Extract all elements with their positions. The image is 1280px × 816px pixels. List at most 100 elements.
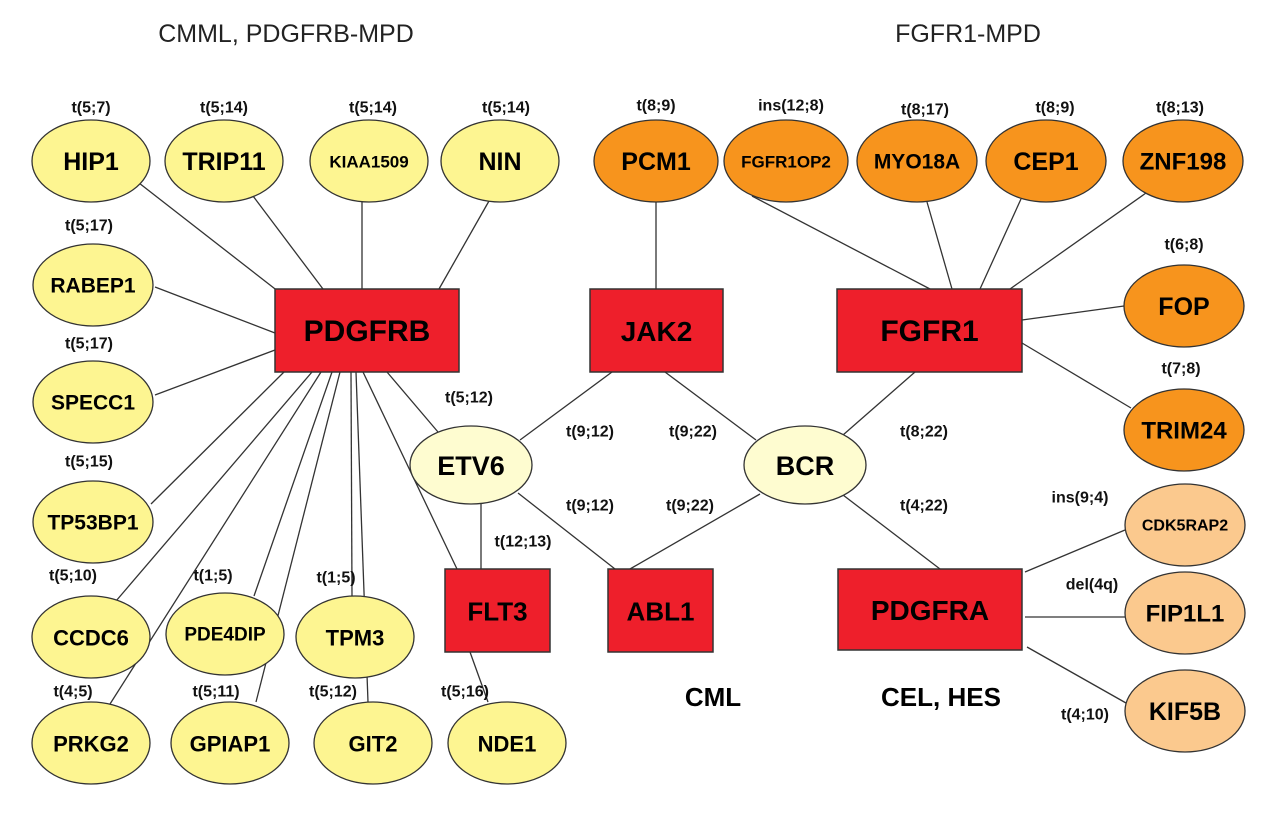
kinase-label: ABL1 (627, 597, 695, 627)
translocation-label: t(8;17) (901, 102, 949, 119)
partner-ellipse (856, 119, 978, 203)
partner-ellipse (593, 119, 719, 203)
edge-pdgfra-bcr (842, 494, 941, 570)
partner-ellipse (1123, 388, 1245, 472)
edge-label-fgfr1-bcr: t(8;22) (900, 424, 948, 441)
partner-ellipse (164, 119, 284, 203)
edge-pdgfrb-hip1 (138, 182, 280, 293)
translocation-label: t(5;14) (482, 100, 530, 117)
kinase-box (274, 288, 460, 373)
kinase-node-jak2: JAK2 (589, 288, 724, 373)
partner-ellipse (170, 701, 290, 785)
edge-fgfr1-myo18a (926, 201, 953, 290)
translocation-label: t(8;9) (636, 98, 675, 115)
partner-ellipse (32, 360, 154, 444)
edge-fgfr1-fop (1021, 305, 1125, 321)
edge-pdgfrb-tp53bp1 (150, 371, 285, 505)
kinase-label: FLT3 (467, 597, 527, 627)
kinase-box (836, 288, 1023, 373)
edge-labels-layer: t(5;12)t(12;13)t(9;12)t(9;22)t(9;12)t(9;… (445, 390, 948, 551)
partner-node-znf198: ZNF198 t(8;13) (1122, 100, 1244, 203)
partner-node-nin: NIN t(5;14) (440, 100, 560, 203)
translocation-label: t(5;17) (65, 336, 113, 353)
partner-ellipse (309, 119, 429, 203)
partner-label: CEP1 (1013, 148, 1078, 176)
translocation-label: t(5;7) (71, 100, 110, 117)
partner-label: TRIP11 (182, 148, 265, 176)
translocation-label: t(5;16) (441, 684, 489, 701)
kinase-node-flt3: FLT3 (444, 568, 551, 653)
translocation-label: t(8;13) (1156, 100, 1204, 117)
translocation-label: t(5;14) (349, 100, 397, 117)
partner-ellipse (1124, 669, 1246, 753)
partner-label: PDE4DIP (184, 625, 266, 646)
partner-label: BCR (776, 451, 835, 481)
edges-layer (109, 182, 1147, 705)
kinase-label: FGFR1 (880, 315, 978, 348)
partner-label: FOP (1158, 293, 1209, 321)
partner-label: TPM3 (326, 626, 385, 651)
partner-ellipse (1122, 119, 1244, 203)
partner-node-nde1: NDE1 t(5;16) (441, 684, 567, 785)
edge-label-jak2-bcr: t(9;22) (669, 424, 717, 441)
partner-label: ZNF198 (1140, 149, 1227, 176)
edge-pdgfrb-nin (438, 200, 490, 290)
partner-label: TRIM24 (1141, 418, 1227, 445)
edge-label-pdgfrb-etv6: t(5;12) (445, 390, 493, 407)
edge-abl1-etv6 (517, 492, 616, 570)
partner-ellipse (32, 480, 154, 564)
edge-fgfr1-cep1 (979, 198, 1022, 290)
kinase-label: PDGFRA (871, 595, 989, 626)
edge-fgfr1-fgfr1op2 (751, 195, 931, 290)
kinase-node-fgfr1: FGFR1 (836, 288, 1023, 373)
partner-label: RABEP1 (50, 275, 136, 298)
partner-label: CCDC6 (53, 626, 129, 651)
partner-node-pde4dip: PDE4DIP t(1;5) (165, 568, 285, 676)
partner-ellipse (295, 595, 415, 679)
translocation-label: t(5;11) (192, 684, 239, 701)
partner-label: CDK5RAP2 (1142, 518, 1228, 535)
edge-pdgfrb-rabep1 (154, 286, 276, 334)
kinase-box (837, 568, 1023, 651)
translocation-label: t(1;5) (316, 570, 355, 587)
partner-node-bcr: BCR (743, 425, 867, 505)
disease-label-cel-hes: CEL, HES (881, 682, 1001, 712)
partner-label: ETV6 (437, 451, 505, 481)
kinase-node-abl1: ABL1 (607, 568, 714, 653)
partner-label: NIN (478, 148, 521, 176)
edge-pdgfra-cdk5rap2 (1024, 529, 1126, 573)
translocation-label: ins(12;8) (758, 98, 824, 115)
partner-label: FIP1L1 (1146, 601, 1225, 628)
partner-label: GPIAP1 (190, 732, 271, 757)
translocation-label: t(4;5) (53, 684, 92, 701)
partner-label: PRKG2 (53, 732, 129, 757)
partner-ellipse (447, 701, 567, 785)
partner-label: NDE1 (478, 732, 537, 757)
edge-label-flt3-etv6: t(12;13) (495, 534, 552, 551)
edge-pdgfrb-specc1 (154, 349, 276, 396)
kinase-box (444, 568, 551, 653)
title-fgfr1-mpd: FGFR1-MPD (895, 20, 1041, 48)
translocation-label: t(1;5) (193, 568, 232, 585)
partner-label: GIT2 (349, 732, 398, 757)
partner-ellipse (165, 592, 285, 676)
kinase-label: PDGFRB (304, 315, 431, 348)
translocation-label: t(4;10) (1061, 707, 1109, 724)
edge-abl1-bcr (629, 493, 761, 570)
edge-pdgfrb-ccdc6 (115, 371, 313, 602)
